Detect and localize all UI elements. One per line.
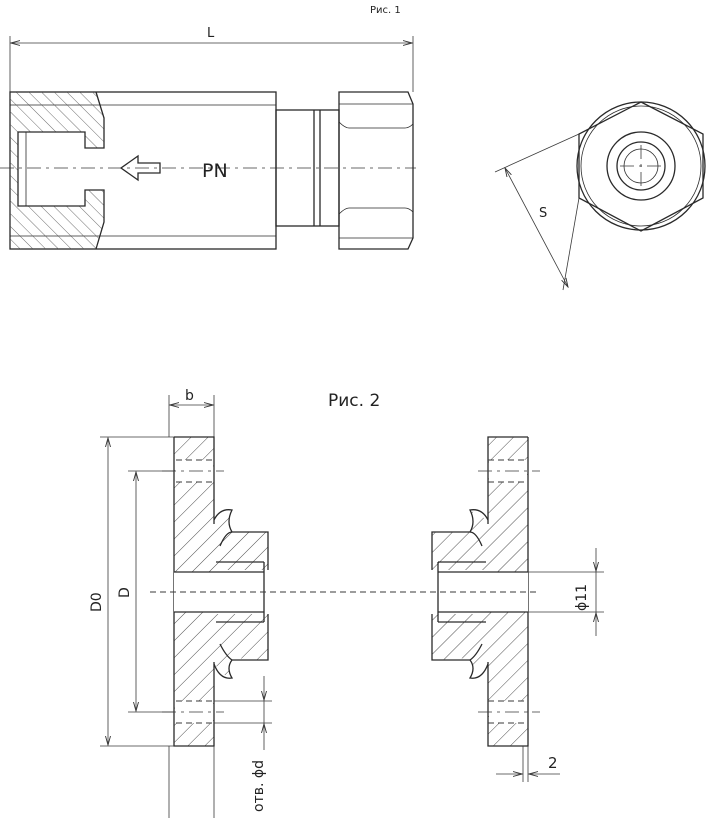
dimension-L: L xyxy=(9,26,414,92)
dimension-D: D xyxy=(117,470,174,713)
flow-direction-arrow xyxy=(119,154,161,182)
left-flange-section xyxy=(162,436,269,747)
dimension-hole-label: отв. ϕd xyxy=(251,760,267,812)
dimension-two-label: 2 xyxy=(548,754,558,772)
section-hatching xyxy=(10,92,104,249)
figure-1-caption: Рис. 1 xyxy=(370,5,401,16)
dimension-two: 2 xyxy=(496,746,560,782)
dimension-S-label: S xyxy=(539,206,547,221)
dimension-bore-label: ϕ11 xyxy=(574,584,590,611)
figure-2: Рис. 2 b xyxy=(89,388,604,818)
valve-side-view: PN xyxy=(0,91,416,250)
dimension-b: b xyxy=(168,388,215,437)
right-flange-section xyxy=(431,436,540,747)
dimension-D0-label: D0 xyxy=(89,592,105,612)
dimension-bore-11: ϕ11 xyxy=(528,548,604,636)
dimension-hole-d: отв. ϕd xyxy=(214,676,272,812)
dimension-b-label: b xyxy=(185,388,194,404)
dimension-D-label: D xyxy=(117,587,133,598)
valve-end-view: S xyxy=(494,101,706,291)
figure-2-caption: Рис. 2 xyxy=(328,391,380,411)
dimension-L-label: L xyxy=(207,26,215,41)
figure-1: Рис. 1 L PN xyxy=(0,5,706,291)
pn-marking: PN xyxy=(202,160,228,182)
dimension-D0: D0 xyxy=(89,436,174,747)
